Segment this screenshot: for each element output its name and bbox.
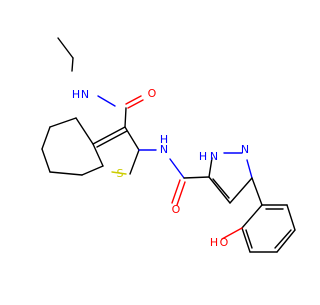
bond-phenyl-double-2 [274, 229, 292, 249]
atom-label-h-hydroxyl: H [210, 236, 218, 249]
bond-carbonyl-o-1 [125, 95, 142, 105]
bond-c6-c7 [41, 148, 51, 173]
atom-label-n1-pyrazole: N [210, 150, 218, 163]
bond-phenyl-3 [276, 229, 296, 253]
molecule-structure-diagram: N H O N H S O H N N O H [41, 37, 296, 253]
atom-label-n-amide-top: N [81, 88, 89, 101]
atom-label-h-amide-top: H [72, 88, 80, 101]
bond-nh-carbonyl-2 [169, 158, 185, 179]
bond-c3a-c3-double [96, 130, 128, 148]
bond-pyrazole-c4-c5 [208, 176, 231, 204]
bond-carbonyl2-o-2 [176, 181, 186, 206]
bond-phenyl-6 [241, 204, 263, 229]
bond-phenyl-hydroxyl [221, 227, 243, 240]
bond-phenyl-double-3 [245, 229, 253, 249]
atom-label-o-amide-top: O [148, 87, 157, 100]
bond-c2-s [129, 149, 140, 175]
atom-label-h-pyrazole: H [199, 150, 207, 163]
bond-s-c7a [111, 171, 127, 175]
bond-pyrazole-c3-c4 [229, 177, 253, 204]
atom-label-s-thiophene: S [117, 167, 124, 180]
bond-pyrazole-double [212, 178, 230, 199]
atom-label-n2-pyrazole: N [241, 143, 249, 156]
bond-carbonyl2-o-1 [171, 179, 181, 204]
bond-nh-carbonyl [97, 95, 116, 107]
atom-label-o-hydroxyl: O [220, 236, 229, 249]
bond-phenyl-5 [241, 227, 251, 253]
molecule-svg: N H O N H S O H N N O H [41, 37, 296, 253]
bond-carbonyl-c3 [124, 107, 127, 128]
bond-carbonyl2-pyrazole [183, 176, 210, 179]
atom-label-n-amide-mid: N [160, 143, 168, 156]
bond-pyrazole-c5-n1 [208, 157, 213, 178]
bond-ethyl-1 [57, 37, 74, 59]
bond-c3a-c3 [92, 126, 126, 145]
bond-c7a-ring [81, 165, 104, 176]
bond-carbonyl-o-2 [127, 99, 144, 109]
bond-c5-c6 [41, 126, 51, 150]
bond-c3a-c4 [75, 117, 94, 145]
bond-c7-c7a [49, 171, 83, 176]
atom-label-h-amide-mid: H [160, 133, 168, 146]
bond-ethyl-2 [71, 57, 74, 72]
bond-c4-c5 [49, 117, 77, 128]
bond-c7a-c3a [92, 143, 104, 167]
bond-phenyl-2 [286, 204, 296, 231]
bond-pyrazole-phenyl [251, 177, 263, 206]
atom-label-o-amide-bottom: O [172, 203, 181, 216]
bond-pyrazole-n2-c3 [246, 159, 253, 179]
